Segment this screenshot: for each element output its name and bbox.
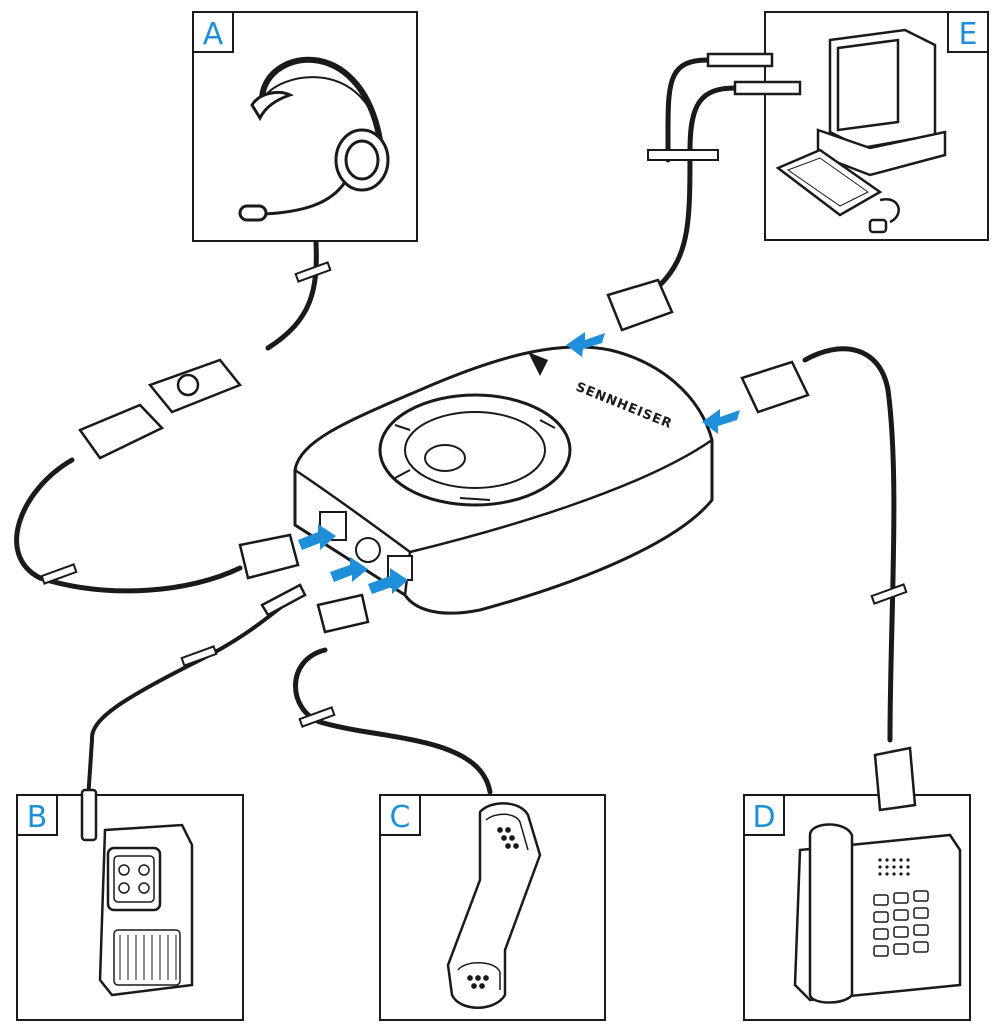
- rj-plug-headset: [238, 533, 300, 580]
- cable-break-marks: [40, 149, 908, 728]
- handset-icon: [446, 802, 542, 1009]
- rj-plug-computer: [606, 278, 674, 332]
- panel-a: A: [192, 11, 418, 242]
- panel-c-letter: C: [390, 800, 411, 835]
- panel-c: C: [379, 794, 606, 1021]
- panel-d-letter: D: [752, 800, 775, 835]
- cable-desk-phone: [802, 346, 897, 743]
- desk-phone-adapter: [873, 746, 917, 812]
- dictation-recorder-icon: [80, 788, 194, 997]
- cable-headset: [265, 239, 319, 351]
- jack-plug-recorder: [260, 583, 307, 617]
- jack-plug-computer-1: [706, 52, 774, 68]
- coupler-left: [78, 403, 165, 460]
- arrow-handset-port: [368, 568, 408, 594]
- panel-b-letter: B: [27, 800, 48, 835]
- rj-plug-handset: [316, 593, 370, 634]
- arrow-computer-port: [566, 332, 605, 357]
- cable-headset-hub: [14, 457, 243, 594]
- connectors: [78, 52, 917, 812]
- computer-icon: [775, 28, 947, 234]
- arrow-headset-port: [298, 524, 336, 550]
- panel-d: D: [743, 794, 971, 1021]
- headset-icon: [238, 56, 390, 222]
- cable-computer-1: [665, 57, 711, 163]
- rj-plug-desk-phone: [740, 360, 810, 414]
- audio-switch-hub-icon: SENNHEISER: [293, 345, 714, 615]
- cable-recorder: [89, 598, 292, 742]
- insertion-arrows: [298, 332, 740, 594]
- panel-a-letter: A: [203, 17, 224, 52]
- jack-plug-computer-2: [733, 80, 802, 96]
- cable-handset: [293, 647, 493, 795]
- arrow-recorder-port: [330, 557, 368, 582]
- panel-b: B: [16, 788, 244, 1021]
- desk-phone-icon: [793, 823, 962, 1004]
- cable-computer-2: [657, 85, 738, 288]
- panel-e-letter: E: [959, 17, 978, 52]
- panel-e: E: [764, 11, 989, 241]
- arrow-desk-phone-port: [702, 409, 740, 434]
